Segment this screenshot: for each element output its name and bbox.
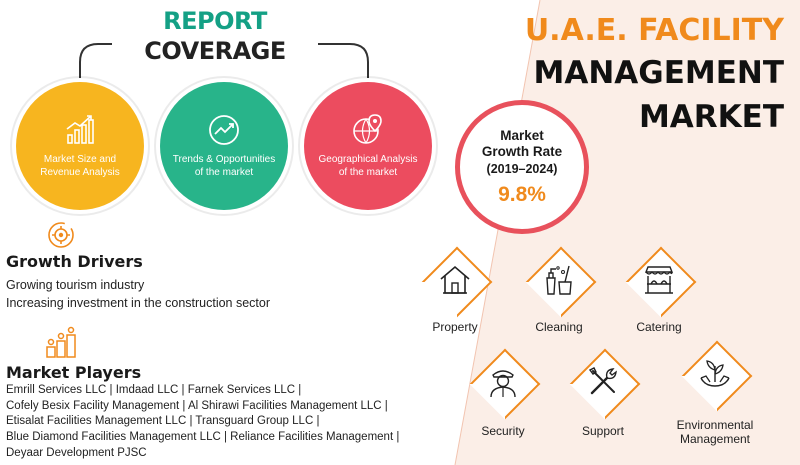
service-label: Cleaning [535, 320, 583, 334]
growth-driver-item: Growing tourism industry [6, 278, 145, 292]
tools-icon [588, 367, 617, 395]
security-guard-icon [490, 370, 516, 398]
market-players-line: Deyaar Development PJSC [6, 447, 147, 459]
report-coverage-title: REPORT COVERAGE [110, 6, 320, 66]
market-players-line: Cofely Besix Facility Management | Al Sh… [6, 400, 388, 412]
coverage-label-geo: Geographical Analysis of the market [318, 154, 418, 178]
report-title-line-1: U.A.E. FACILITY [524, 13, 784, 48]
growth-rate-line-1: Market [500, 127, 544, 143]
growth-rate-period: (2019–2024) [486, 161, 558, 176]
coverage-label-market-size: Market Size and Revenue Analysis [40, 154, 120, 178]
service-security: Security [448, 352, 558, 438]
globe-pin-icon [353, 114, 382, 144]
growth-driver-item: Increasing investment in the constructio… [6, 296, 271, 310]
report-coverage-title-part1: REPORT [163, 7, 267, 35]
coverage-label-trends: Trends & Opportunities of the market [172, 154, 276, 178]
service-label: Catering [636, 320, 682, 334]
market-players-title: Market Players [6, 363, 142, 382]
service-label: Support [581, 424, 625, 438]
growth-rate-badge: Market Growth Rate (2019–2024) 9.8% [455, 100, 589, 234]
service-label: Property [432, 320, 478, 334]
market-players-line: Blue Diamond Facilities Management LLC |… [6, 431, 400, 443]
market-players-line: Etisalat Facilities Management LLC | Tra… [6, 415, 320, 427]
report-coverage-title-part2: COVERAGE [144, 37, 286, 65]
bar-people-icon [46, 326, 76, 358]
growth-chart-icon [66, 115, 94, 144]
trend-line-icon [209, 115, 239, 145]
service-environmental: Environmental Management [660, 344, 770, 446]
coverage-circle-market-size: Market Size and Revenue Analysis [16, 82, 144, 210]
service-property: Property [400, 250, 510, 334]
report-title-line-2: MANAGEMENT [533, 55, 784, 91]
coverage-circle-geo: Geographical Analysis of the market [304, 82, 432, 210]
growth-drivers-title: Growth Drivers [6, 252, 143, 271]
plant-hands-icon [700, 360, 730, 387]
service-catering: Catering [604, 250, 714, 334]
service-support: Support [548, 352, 658, 438]
growth-rate-line-2: Growth Rate [481, 143, 563, 159]
service-cleaning: Cleaning [504, 250, 614, 334]
gear-cycle-icon [48, 222, 74, 248]
report-title-line-3: MARKET [638, 99, 784, 135]
food-stall-icon [644, 266, 674, 294]
coverage-circle-trends: Trends & Opportunities of the market [160, 82, 288, 210]
service-label: Environmental Management [676, 418, 754, 446]
service-label: Security [481, 424, 525, 438]
cleaning-supplies-icon [546, 265, 572, 295]
growth-rate-value: 9.8% [498, 182, 546, 206]
house-icon [440, 265, 470, 294]
coverage-connector [79, 43, 369, 84]
market-players-line: Emrill Services LLC | Imdaad LLC | Farne… [6, 384, 302, 396]
